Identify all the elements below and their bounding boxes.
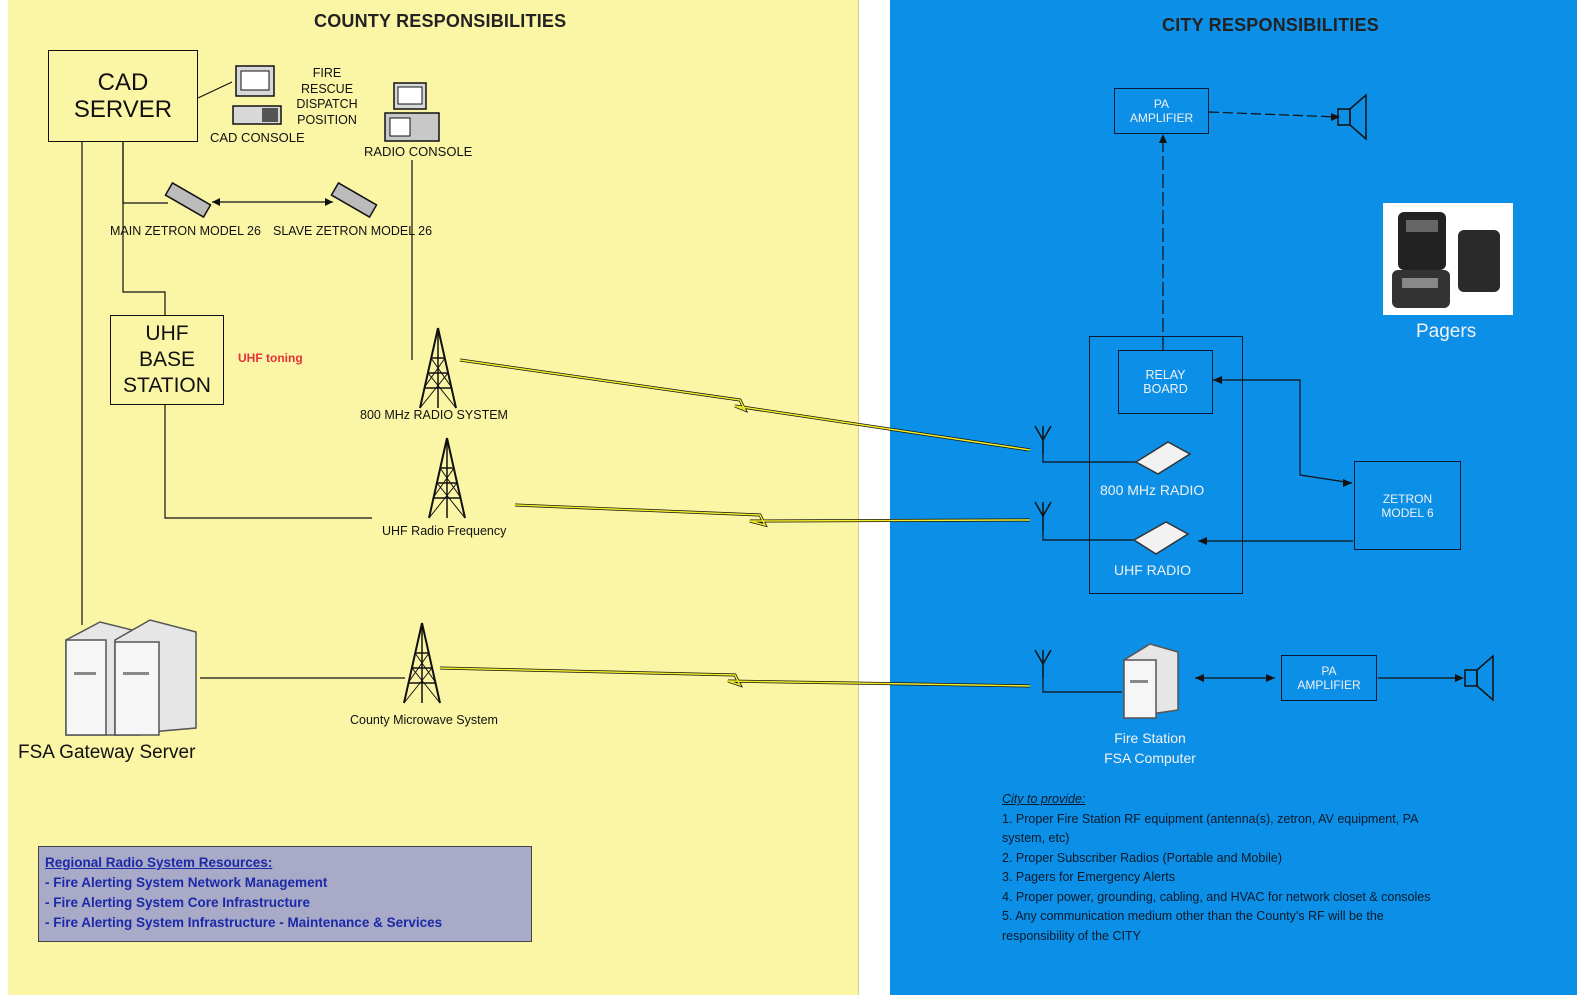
fire-rescue-position-label: FIRE RESCUE DISPATCH POSITION [296, 66, 358, 127]
uhf-radio-frequency-label: UHF Radio Frequency [382, 524, 507, 538]
cad-console-label: CAD CONSOLE [210, 130, 305, 145]
uhf-base-station-box: UHF BASE STATION [110, 315, 224, 405]
main-zetron-label: MAIN ZETRON MODEL 26 [110, 224, 261, 238]
legend-heading: Regional Radio System Resources: [45, 855, 273, 870]
fire-station-computer-label: Fire Station FSA Computer [1104, 730, 1196, 766]
uhf-radio-label: UHF RADIO [1114, 562, 1191, 578]
pa-amplifier-top-box: PA AMPLIFIER [1114, 88, 1209, 134]
city-panel [890, 0, 1577, 995]
county-title: COUNTY RESPONSIBILITIES [314, 11, 567, 31]
slave-zetron-label: SLAVE ZETRON MODEL 26 [273, 224, 433, 238]
fsa-gateway-server-label: FSA Gateway Server [18, 742, 196, 763]
city-notes-item: 4. Proper power, grounding, cabling, and… [1002, 889, 1431, 904]
radio-console-label: RADIO CONSOLE [364, 144, 473, 159]
station-equipment-enclosure [1089, 336, 1243, 594]
radio-800-system-label: 800 MHz RADIO SYSTEM [360, 408, 508, 422]
cad-server-box: CAD SERVER [48, 50, 198, 142]
county-microwave-label: County Microwave System [350, 713, 498, 727]
radio-800-label: 800 MHz RADIO [1100, 482, 1205, 498]
city-notes-heading: City to provide: [1002, 792, 1086, 806]
regional-resources-legend: Regional Radio System Resources: - Fire … [38, 846, 532, 942]
pa-amplifier-bottom-box: PA AMPLIFIER [1281, 655, 1377, 701]
zetron-model6-box: ZETRON MODEL 6 [1354, 461, 1461, 550]
pagers-label: Pagers [1416, 321, 1477, 342]
relay-board-box: RELAY BOARD [1118, 350, 1213, 414]
uhf-toning-label: UHF toning [238, 351, 303, 365]
city-notes-item: 3. Pagers for Emergency Alerts [1002, 870, 1175, 884]
legend-item: - Fire Alerting System Core Infrastructu… [45, 895, 311, 910]
city-title: CITY RESPONSIBILITIES [1162, 15, 1379, 35]
city-notes-item: 2. Proper Subscriber Radios (Portable an… [1002, 850, 1282, 865]
city-notes-item: 5. Any communication medium other than t… [1002, 909, 1384, 943]
legend-item: - Fire Alerting System Infrastructure - … [45, 915, 443, 930]
city-provide-notes: City to provide: 1. Proper Fire Station … [1002, 790, 1442, 946]
city-notes-item: 1. Proper Fire Station RF equipment (ant… [1002, 811, 1418, 846]
legend-item: - Fire Alerting System Network Managemen… [45, 875, 328, 890]
